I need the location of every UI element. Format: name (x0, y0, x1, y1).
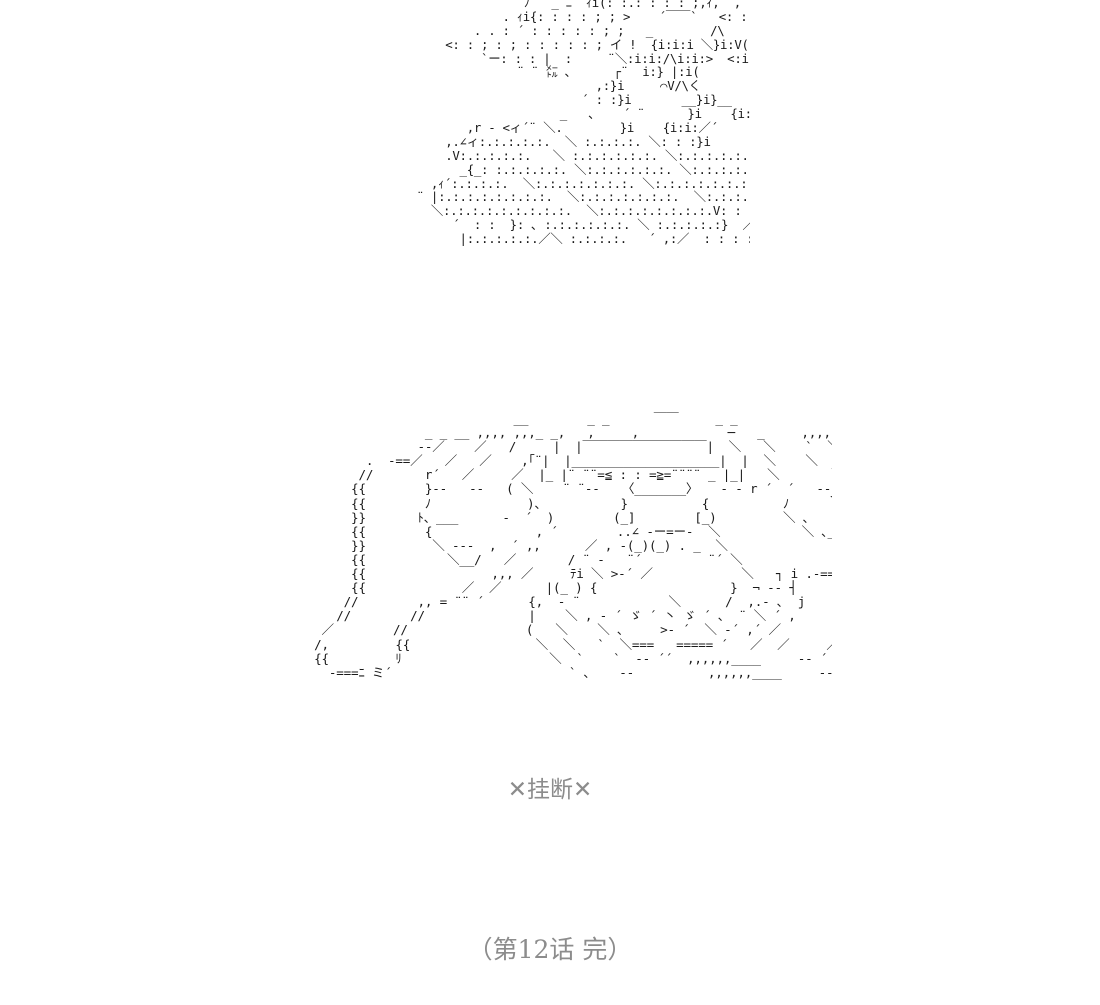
hangup-caption: ✕挂断✕ (507, 777, 593, 803)
ascii-art-characters: ﾉ _ ﾆ ｨi(: :.: : : : ;,ｨ, , , . ｨi{: : :… (416, 0, 750, 247)
ascii-art-telephone: __ _ _ ￣￣ _ _ _ _ __ ,,,, ,,,_ _, , , ─ … (314, 412, 832, 680)
chapter-end-caption: （第12话 完） (467, 935, 633, 964)
